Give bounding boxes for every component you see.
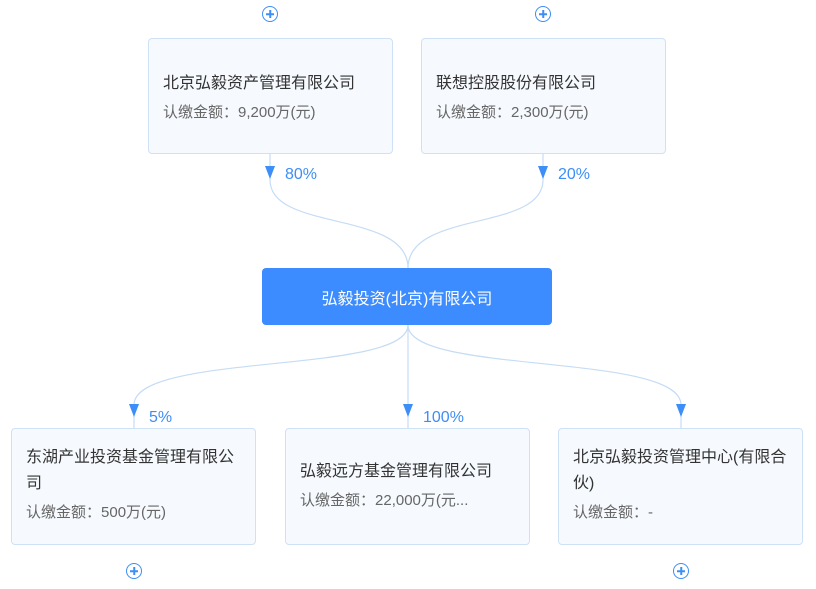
subscribed-amount: 认缴金额：- <box>573 504 654 521</box>
company-name: 弘毅远方基金管理有限公司 <box>300 463 493 480</box>
arrow-investment-1 <box>129 404 139 417</box>
arrow-investment-2 <box>403 404 413 417</box>
subscribed-amount: 认缴金额：22,000万(元... <box>300 492 469 509</box>
share-percent: 20% <box>558 166 591 183</box>
investment-card[interactable]: 弘毅远方基金管理有限公司 认缴金额：22,000万(元... <box>285 428 530 545</box>
expand-plus-icon[interactable] <box>262 6 278 22</box>
company-name: 北京弘毅资产管理有限公司 <box>163 75 356 92</box>
investment-card[interactable]: 东湖产业投资基金管理有限公司 认缴金额：500万(元) <box>11 428 256 545</box>
connector-investment-3 <box>407 324 682 428</box>
expand-plus-icon[interactable] <box>535 6 551 22</box>
center-company-node[interactable]: 弘毅投资(北京)有限公司 <box>262 268 552 325</box>
company-name: 联想控股股份有限公司 <box>436 75 597 92</box>
investment-card[interactable]: 北京弘毅投资管理中心(有限合伙) 认缴金额：- <box>558 428 803 545</box>
expand-plus-icon[interactable] <box>673 563 689 579</box>
arrow-shareholder-1 <box>265 166 275 179</box>
connector-shareholder-2 <box>407 154 544 269</box>
connector-investment-1 <box>133 324 409 428</box>
company-name: 东湖产业投资基金管理有限公司 <box>26 449 235 492</box>
shareholder-card[interactable]: 联想控股股份有限公司 认缴金额：2,300万(元) <box>421 38 666 154</box>
share-percent: 5% <box>149 409 173 426</box>
subscribed-amount: 认缴金额：2,300万(元) <box>436 104 589 121</box>
subscribed-amount: 认缴金额：500万(元) <box>26 504 167 521</box>
subscribed-amount: 认缴金额：9,200万(元) <box>163 104 316 121</box>
share-percent: 100% <box>423 409 464 426</box>
connector-shareholder-1 <box>269 154 409 269</box>
expand-plus-icon[interactable] <box>126 563 142 579</box>
company-name: 北京弘毅投资管理中心(有限合伙) <box>573 449 787 492</box>
arrow-shareholder-2 <box>538 166 548 179</box>
arrow-investment-3 <box>676 404 686 417</box>
share-percent: 80% <box>285 166 318 183</box>
shareholder-card[interactable]: 北京弘毅资产管理有限公司 认缴金额：9,200万(元) <box>148 38 393 154</box>
